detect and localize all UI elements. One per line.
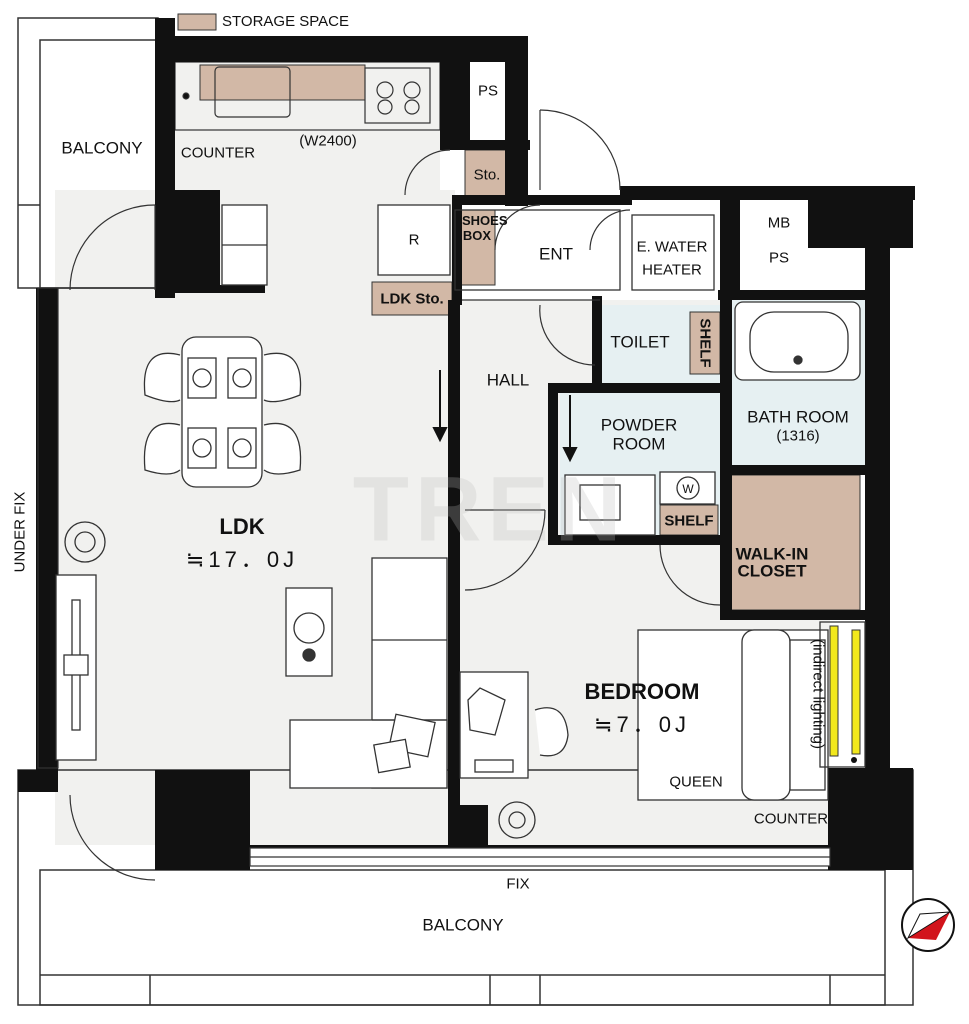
sto-label: Sto. — [473, 166, 501, 184]
water-heater-line1: E. WATER — [636, 238, 708, 256]
shelf-toilet-label: SHELF — [696, 318, 714, 368]
room-toilet: TOILET — [610, 332, 670, 352]
balcony-bottom-outline — [17, 769, 914, 1006]
room-bath-line2: (1316) — [776, 427, 820, 445]
washer-mark: W — [682, 482, 694, 496]
room-ldk-name: LDK — [219, 514, 265, 539]
counter-point — [851, 757, 857, 763]
room-bedroom-name: BEDROOM — [584, 679, 700, 704]
coffee-table — [285, 587, 333, 677]
fix-label: FIX — [506, 875, 530, 893]
under-fix-label: UNDER FIX — [11, 491, 29, 573]
mb-label: MB — [767, 214, 791, 232]
ps-top-label: PS — [477, 82, 499, 100]
kitchen-width-label: (W2400) — [299, 132, 357, 150]
shoes-box-label: SHOES BOX — [462, 213, 508, 243]
sofa — [289, 557, 448, 789]
fridge-mark: R — [408, 231, 420, 249]
bed-size-label: QUEEN — [669, 773, 723, 791]
room-ldk-area: ≒17．0J — [185, 547, 299, 572]
queen-bed — [637, 621, 866, 801]
room-powder-line1: POWDER — [600, 415, 678, 435]
doors — [69, 109, 721, 881]
room-balcony-bottom: BALCONY — [422, 915, 504, 935]
wet-fixtures — [454, 209, 861, 536]
sliding-door-arrows — [432, 370, 578, 463]
watermark: TREN — [352, 458, 628, 561]
room-bath-line1: BATH ROOM — [747, 407, 849, 427]
desk — [459, 671, 569, 779]
indirect-lighting — [829, 625, 861, 757]
kitchen-counter-label: COUNTER — [180, 144, 256, 162]
tv-board — [55, 574, 97, 761]
dining-set — [143, 336, 302, 488]
room-wic-line1: WALK-IN — [735, 544, 809, 564]
legend-storage-label: STORAGE SPACE — [222, 13, 349, 30]
ldk-sto-label: LDK Sto. — [380, 290, 444, 308]
shelf-powder-label: SHELF — [664, 512, 714, 530]
room-bedroom-area: ≒7．0J — [594, 712, 690, 737]
bedroom-counter-label: COUNTER — [753, 810, 829, 828]
plants — [64, 521, 536, 839]
room-ent: ENT — [539, 244, 573, 264]
fridge-and-cabinets — [221, 204, 451, 286]
compass — [901, 898, 955, 952]
ps-mb-label: PS — [768, 249, 790, 267]
water-heater-line2: HEATER — [642, 261, 702, 279]
storage-areas — [177, 13, 861, 611]
windows — [37, 287, 831, 867]
room-hall: HALL — [486, 370, 530, 390]
room-balcony-left: BALCONY — [61, 138, 143, 158]
room-wic-line2: CLOSET — [737, 561, 807, 581]
room-powder-line2: ROOM — [612, 434, 666, 454]
indirect-lighting-label: (indirect lighting) — [809, 638, 827, 750]
